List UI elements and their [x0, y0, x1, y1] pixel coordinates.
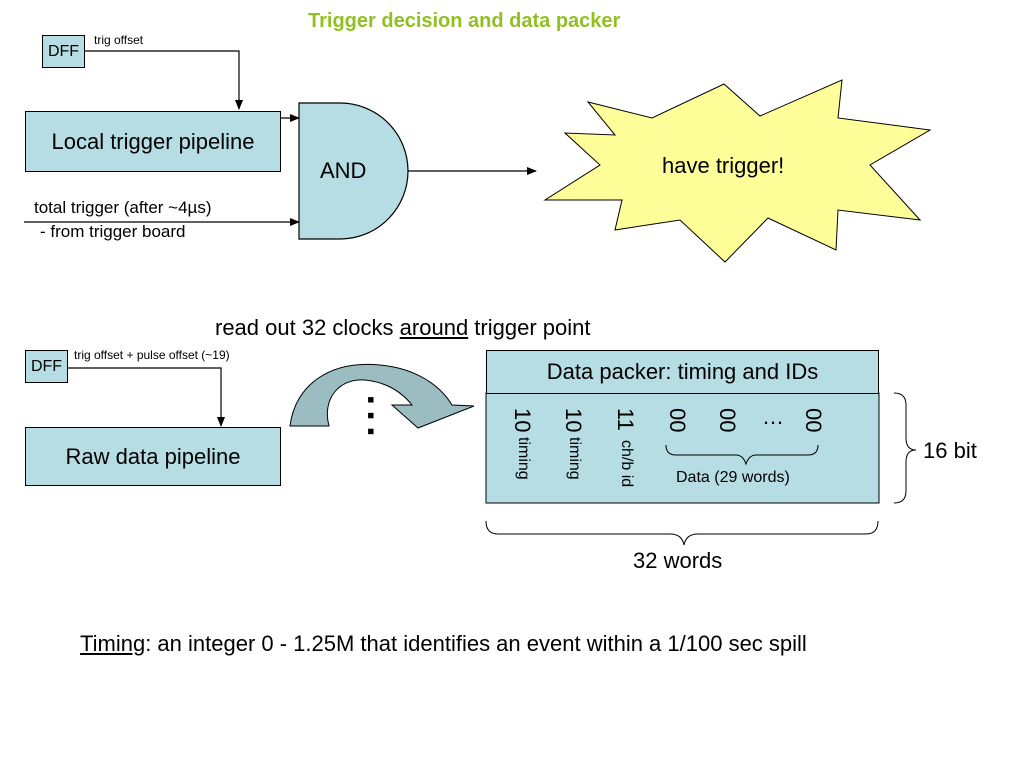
readout-suffix: trigger point [468, 315, 591, 340]
packer-ellipsis: … [762, 404, 784, 429]
readout-caption: read out 32 clocks around trigger point [215, 317, 590, 339]
trig-offset-connector [85, 50, 243, 110]
and-gate-shape [298, 102, 409, 240]
local-trigger-pipeline-label: Local trigger pipeline [51, 128, 255, 154]
top-dff-box: DFF [42, 35, 85, 68]
data-words-brace [665, 444, 819, 466]
local-trigger-pipeline-box: Local trigger pipeline [25, 111, 281, 172]
column-2-desc: timing [566, 437, 583, 480]
column-1-bits: 10 [510, 408, 535, 433]
page-title: Trigger decision and data packer [308, 10, 621, 32]
curved-arrow-glyphs: ▪▪▪ [359, 396, 384, 444]
packer-header-box: Data packer: timing and IDs [486, 350, 879, 394]
readout-underlined: around [399, 315, 469, 340]
total-trigger-label: total trigger (after ~4µs) [34, 198, 212, 217]
packer-header-label: Data packer: timing and IDs [546, 359, 819, 384]
curved-transfer-arrow [289, 363, 475, 429]
raw-data-pipeline-box: Raw data pipeline [25, 427, 281, 486]
column-3-bits: 11 [613, 408, 638, 431]
column-3-desc: ch/b id [618, 440, 635, 488]
bit-width-label: 16 bit [923, 438, 977, 463]
trig-offset-label: trig offset [94, 33, 144, 47]
trigger-board-label: - from trigger board [40, 222, 186, 241]
top-dff-label: DFF [47, 42, 80, 60]
have-trigger-burst [543, 79, 932, 263]
packer-data-region [485, 392, 880, 504]
pulse-offset-label: trig offset + pulse offset (~19) [74, 348, 230, 362]
timing-footnote: Timing: an integer 0 - 1.25M that identi… [80, 633, 807, 655]
have-trigger-label: have trigger! [662, 153, 785, 178]
raw-data-pipeline-label: Raw data pipeline [65, 443, 241, 469]
column-6-bits: 00 [801, 408, 826, 433]
column-5-bits: 00 [715, 408, 740, 433]
word-count-brace [485, 520, 879, 546]
bit-width-brace [893, 392, 917, 504]
column-1-desc: timing [515, 437, 532, 480]
column-2-bits: 10 [561, 408, 586, 433]
readout-prefix: read out 32 clocks [215, 315, 400, 340]
data-words-label: Data (29 words) [676, 469, 790, 486]
bottom-dff-label: DFF [30, 357, 63, 375]
word-count-label: 32 words [633, 548, 723, 573]
column-4-bits: 00 [665, 408, 690, 433]
pulse-offset-connector [68, 367, 225, 427]
timing-term: Timing [80, 631, 146, 656]
timing-definition: : an integer 0 - 1.25M that identifies a… [145, 631, 807, 656]
bottom-dff-box: DFF [25, 350, 68, 383]
and-gate-label: AND [320, 158, 367, 183]
